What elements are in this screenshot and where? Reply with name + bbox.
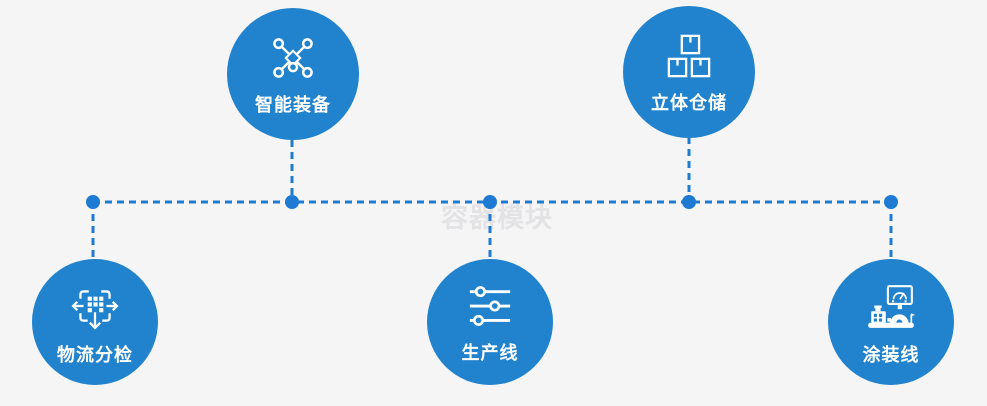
node-painting-line: 涂装线 bbox=[828, 259, 954, 385]
sorting-arrows-icon bbox=[70, 281, 120, 331]
stacked-boxes-icon bbox=[666, 33, 712, 79]
sliders-icon bbox=[467, 283, 513, 329]
control-station-icon bbox=[866, 281, 916, 331]
node-smart-equipment: 智能装备 bbox=[227, 8, 359, 140]
network-nodes-icon bbox=[270, 35, 316, 81]
watermark-text: 容器模块 bbox=[441, 203, 553, 233]
node-label: 立体仓储 bbox=[651, 92, 727, 113]
node-label: 物流分检 bbox=[57, 344, 133, 365]
node-production-line: 生产线 bbox=[427, 259, 553, 385]
node-label: 智能装备 bbox=[255, 94, 331, 115]
node-label: 生产线 bbox=[461, 342, 519, 363]
node-logistics-sorting: 物流分检 bbox=[32, 259, 158, 385]
node-warehouse: 立体仓储 bbox=[623, 6, 755, 138]
node-label: 涂装线 bbox=[862, 344, 920, 365]
